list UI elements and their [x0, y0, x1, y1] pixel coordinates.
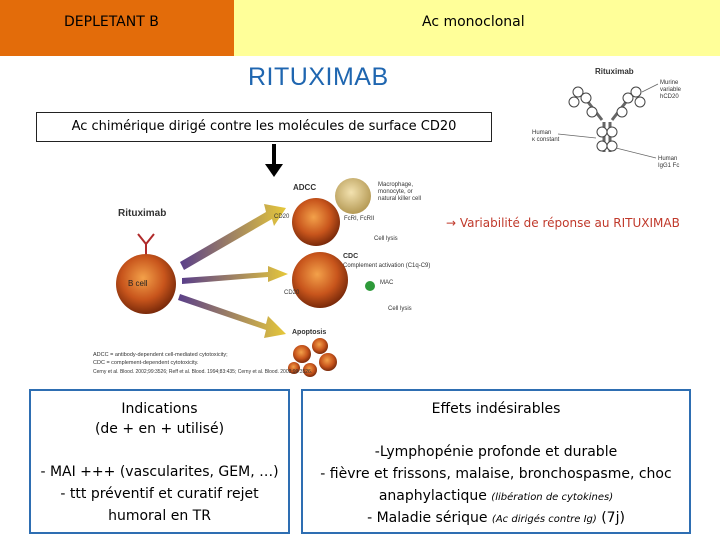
side-effects-line-4-note: (Ac dirigés contre Ig): [491, 514, 597, 525]
apoptosis-label: Apoptosis: [292, 329, 326, 336]
indications-title: Indications: [121, 401, 198, 417]
rituximab-label: Rituximab: [118, 208, 166, 219]
mac-icon: [365, 281, 375, 291]
header-left-block: DEPLETANT B: [0, 0, 234, 56]
indications-line-1: - MAI +++ (vascularites, GEM, …): [40, 464, 279, 480]
indications-panel: Indications (de + en + utilisé) - MAI ++…: [29, 389, 290, 534]
side-effects-line-1: -Lymphopénie profonde et durable: [374, 444, 618, 460]
mechanism-figure: Rituximab B cell ADCC Macrophage,monocyt…: [93, 178, 430, 377]
side-effects-line-4: - Maladie sérique (Ac dirigés contre Ig)…: [303, 510, 689, 526]
down-arrow-icon: [265, 144, 283, 177]
side-effects-title: Effets indésirables: [431, 401, 561, 417]
cdc-cell-icon: [292, 252, 348, 308]
cdc-label: CDC: [343, 253, 358, 260]
side-effects-line-4-end: (7j): [596, 510, 625, 526]
fcr-label: FcRI, FcRII: [344, 216, 375, 222]
footnote-2: CDC = complement-dependent cytotoxicity.: [93, 360, 199, 366]
page-title: RITUXIMAB: [248, 63, 389, 91]
b-cell-label: B cell: [128, 279, 148, 288]
apoptotic-fragments-icon: [288, 338, 337, 377]
antibody-figure-title: Rituximab: [595, 67, 634, 76]
mac-label: MAC: [380, 280, 394, 286]
macrophage-icon: [335, 178, 371, 214]
side-effects-line-3-main: anaphylactique: [378, 488, 492, 504]
complement-label: Complement activation (C1q-C9): [343, 263, 430, 269]
adcc-cell-icon: [292, 198, 340, 246]
side-effects-panel: Effets indésirables -Lymphopénie profond…: [301, 389, 691, 534]
cd20-label-b: CD20: [284, 290, 300, 296]
indications-line-3: humoral en TR: [108, 508, 211, 524]
side-effects-line-4-main: - Maladie sérique: [367, 510, 492, 526]
rituximab-antibody-icon: [137, 233, 155, 256]
header-right-label: Ac monoclonal: [422, 14, 525, 30]
footnote-3: Cerny et al. Blood. 2002;99:3526; Reff e…: [93, 369, 312, 375]
indications-line-2: - ttt préventif et curatif rejet: [60, 486, 259, 502]
arrow-adcc-icon: [180, 204, 286, 270]
b-cell-icon: [116, 254, 176, 314]
side-effects-line-3: anaphylactique (libération de cytokines): [303, 488, 689, 504]
arrow-apoptosis-icon: [178, 294, 286, 338]
subtitle-box: Ac chimérique dirigé contre les molécule…: [36, 112, 492, 142]
header-left-label: DEPLETANT B: [64, 14, 159, 30]
indications-subtitle: (de + en + utilisé): [94, 421, 225, 437]
cell-lysis-label-a: Cell lysis: [374, 236, 398, 242]
arrow-cdc-icon: [182, 266, 288, 284]
header-right-block: Ac monoclonal: [234, 0, 720, 56]
footnote-1: ADCC = antibody-dependent cell-mediated …: [93, 352, 228, 358]
cd20-label-a: CD20: [274, 214, 290, 220]
cell-lysis-label-b: Cell lysis: [388, 306, 412, 312]
adcc-label: ADCC: [293, 183, 316, 192]
side-effects-line-3-note: (libération de cytokines): [491, 492, 614, 503]
side-effects-line-2: - fièvre et frissons, malaise, bronchosp…: [320, 466, 672, 482]
variability-note: → Variabilité de réponse au RITUXIMAB: [446, 216, 680, 230]
